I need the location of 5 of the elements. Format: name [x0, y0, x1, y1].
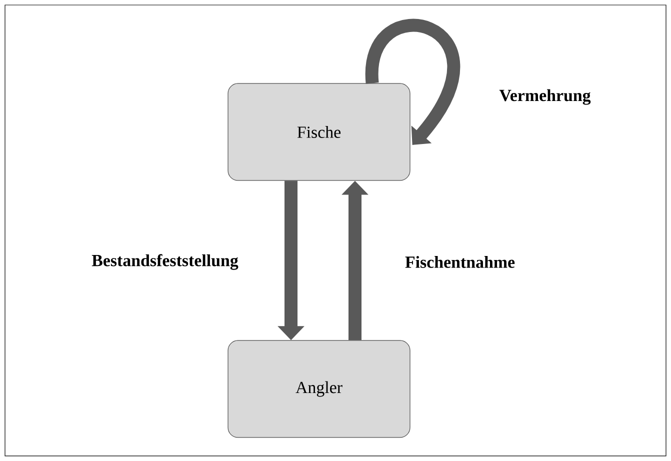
process-box: Fische: [228, 83, 410, 181]
process-box: Angler: [228, 340, 410, 438]
edge-label: Bestandsfeststellung: [92, 254, 238, 270]
edge-label: Vermehrung: [499, 89, 591, 105]
edge-label: Fischentnahme: [405, 256, 515, 268]
